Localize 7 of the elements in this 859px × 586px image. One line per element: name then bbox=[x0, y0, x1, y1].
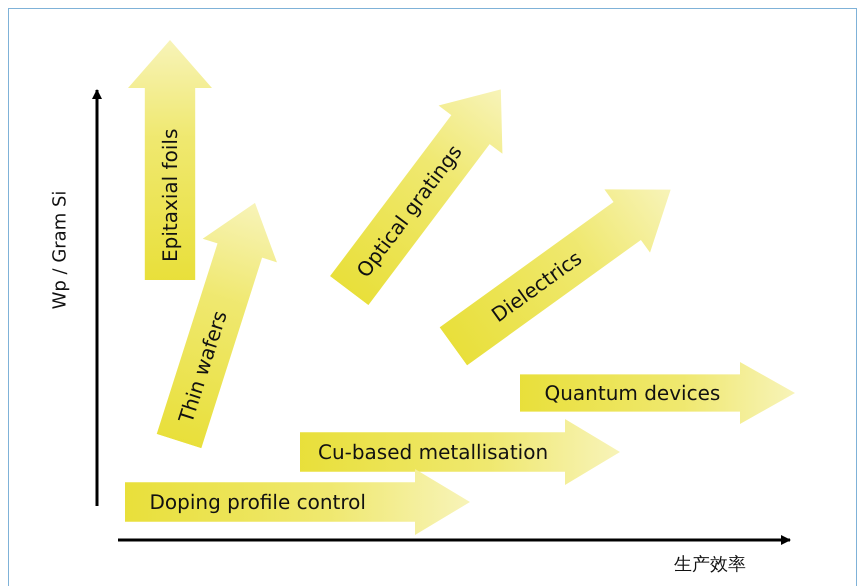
arrow-label: Cu-based metallisation bbox=[318, 442, 548, 462]
arrow-label: Epitaxial foils bbox=[160, 128, 180, 262]
arrow-label: Quantum devices bbox=[544, 383, 720, 403]
arrow-label: Doping profile control bbox=[150, 492, 366, 512]
axis-label: 生产效率 bbox=[674, 556, 746, 574]
axis-label: Wp / Gram Si bbox=[50, 190, 69, 310]
arrow-label: Thin wafers bbox=[176, 308, 230, 426]
